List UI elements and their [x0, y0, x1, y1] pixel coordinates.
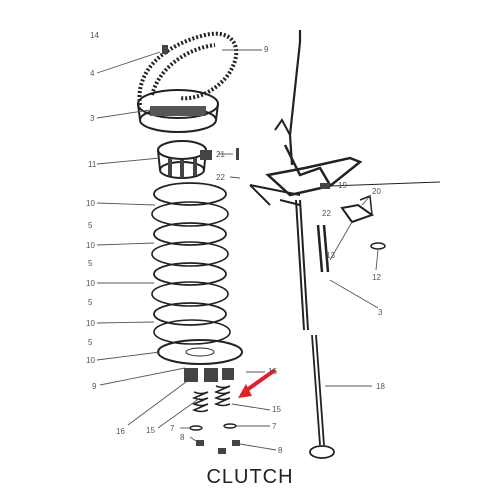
spring-washers-7	[189, 423, 237, 431]
label-5b: 5	[88, 259, 93, 268]
clutch-hub	[157, 140, 212, 179]
spring-cups	[184, 368, 234, 382]
label-7b: 7	[272, 422, 277, 431]
label-9-top: 9	[264, 45, 269, 54]
label-19: 19	[338, 181, 347, 190]
red-arrow	[238, 368, 277, 398]
label-5a: 5	[88, 221, 93, 230]
label-16b: 16	[116, 427, 125, 436]
bolt-21	[236, 148, 239, 160]
label-15a: 15	[146, 426, 155, 435]
chain-assembly	[137, 31, 239, 133]
label-11: 11	[88, 160, 97, 169]
label-22b: 22	[322, 209, 331, 218]
label-4: 4	[90, 69, 95, 78]
label-21: 21	[216, 150, 225, 159]
label-3b: 3	[378, 308, 383, 317]
label-3: 3	[90, 114, 95, 123]
label-22a: 22	[216, 173, 225, 182]
label-15b: 15	[272, 405, 281, 414]
label-8a: 8	[180, 433, 185, 442]
push-rod-13	[316, 224, 330, 273]
label-20: 20	[372, 187, 381, 196]
label-16a: 16	[268, 367, 277, 376]
label-13: 13	[326, 251, 335, 260]
leader-lines	[96, 49, 379, 451]
label-9: 9	[92, 382, 97, 391]
clutch-plate-stack	[151, 182, 243, 365]
label-18: 18	[376, 382, 385, 391]
clutch-lever-assembly	[249, 30, 441, 206]
lever-bracket-20	[340, 194, 375, 224]
label-12: 12	[372, 273, 381, 282]
label-5d: 5	[88, 338, 93, 347]
label-10a: 10	[86, 199, 95, 208]
push-rod-18	[309, 334, 335, 459]
label-10c: 10	[86, 279, 95, 288]
label-7a: 7	[170, 424, 175, 433]
label-5c: 5	[88, 298, 93, 307]
washer-12	[370, 242, 386, 250]
spring-nuts-8	[196, 440, 240, 454]
chain-link-pin	[162, 45, 168, 54]
label-8b: 8	[278, 446, 283, 455]
label-10b: 10	[86, 241, 95, 250]
label-14: 14	[90, 31, 99, 40]
pin-19	[320, 183, 330, 189]
push-rod-3	[295, 199, 309, 331]
part-labels: 14 4 9 3 11 21 22 19 20 22 10 5 10 5 10 …	[86, 31, 385, 455]
label-10e: 10	[86, 356, 95, 365]
label-10d: 10	[86, 319, 95, 328]
diagram-caption: CLUTCH	[206, 466, 294, 488]
clutch-springs	[191, 385, 231, 413]
